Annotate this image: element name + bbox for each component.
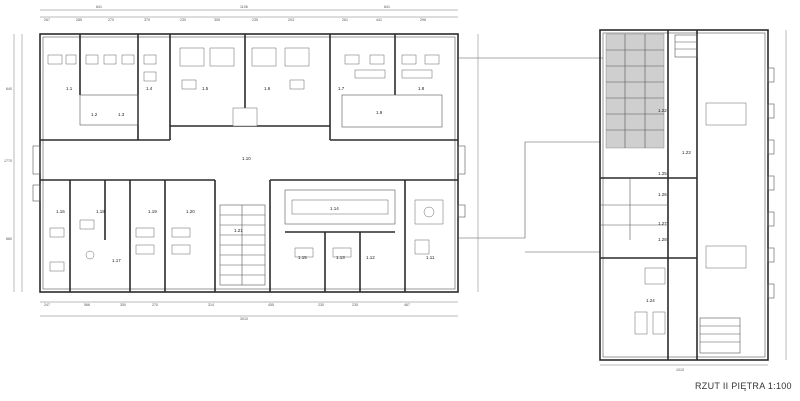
right-building-outline [599, 29, 769, 361]
room-label: 1.18 [96, 209, 105, 214]
dimension-label: 640 [6, 87, 12, 91]
room-label: 1.6 [264, 86, 271, 91]
room-label: 1.14 [330, 206, 339, 211]
room-label: 1.16 [56, 209, 65, 214]
dimension-label: 230 [318, 303, 324, 307]
stair-right-top [674, 34, 698, 58]
room-label: 1.21 [234, 228, 243, 233]
dimension-label: 880 [6, 237, 12, 241]
dimension-label: 247 [44, 303, 50, 307]
dimension-label: 235 [352, 303, 358, 307]
stair-left [219, 204, 266, 286]
dimension-label: 841 [96, 5, 102, 9]
dimension-label: 455 [268, 303, 274, 307]
room-label: 1.10 [242, 156, 251, 161]
dimension-label: 270 [152, 303, 158, 307]
dimension-label: 3010 [240, 317, 248, 321]
archive-racks [605, 33, 665, 149]
room-label: 1.23 [682, 150, 691, 155]
dimension-label: 314 [208, 303, 214, 307]
room-labels-left: 1.1 1.2 1.3 1.4 1.5 1.6 1.7 1.8 1.9 1.10… [56, 86, 435, 263]
room-label: 1.19 [148, 209, 157, 214]
room-label: 1.26 [658, 192, 667, 197]
dimension-label: 441 [376, 18, 382, 22]
dimension-label: 350 [120, 303, 126, 307]
dimension-label: 285 [76, 18, 82, 22]
right-building [599, 29, 775, 361]
room-labels-right: 1.22 1.23 1.24 1.25 1.26 1.27 1.28 [646, 108, 691, 303]
room-label: 1.9 [376, 110, 383, 115]
room-label: 1.3 [118, 112, 125, 117]
dimension-label: 1010 [676, 368, 684, 372]
dimension-label: 566 [84, 303, 90, 307]
dimension-label: 261 [342, 18, 348, 22]
dimension-text: 841 1106 841 267 285 270 370 230 305 235… [4, 5, 684, 372]
connector-lines [458, 57, 603, 253]
dimension-label: 841 [384, 5, 390, 9]
dimension-label: 267 [44, 18, 50, 22]
dimension-lines [13, 9, 787, 366]
room-label: 1.2 [91, 112, 98, 117]
dimension-label: 1770 [4, 159, 12, 163]
room-label: 1.24 [646, 298, 655, 303]
room-label: 1.17 [112, 258, 121, 263]
room-label: 1.22 [658, 108, 667, 113]
room-label: 1.5 [202, 86, 209, 91]
room-label: 1.8 [418, 86, 425, 91]
left-building [32, 33, 466, 293]
room-label: 1.15 [298, 255, 307, 260]
room-label: 1.11 [426, 255, 435, 260]
dimension-label: 305 [214, 18, 220, 22]
room-label: 1.27 [658, 221, 667, 226]
room-label: 1.4 [146, 86, 153, 91]
room-label: 1.1 [66, 86, 73, 91]
dimension-label: 296 [420, 18, 426, 22]
dimension-label: 235 [252, 18, 258, 22]
dimension-label: 203 [288, 18, 294, 22]
room-label: 1.7 [338, 86, 345, 91]
dimension-label: 370 [144, 18, 150, 22]
drawing-title: RZUT II PIĘTRA 1:100 [695, 381, 792, 391]
room-label: 1.28 [658, 237, 667, 242]
room-label: 1.13 [336, 255, 345, 260]
dimension-label: 270 [108, 18, 114, 22]
room-label: 1.20 [186, 209, 195, 214]
dimension-label: 230 [180, 18, 186, 22]
room-label: 1.25 [658, 171, 667, 176]
stair-right-bottom [699, 317, 741, 354]
dimension-label: 1106 [240, 5, 248, 9]
room-label: 1.12 [366, 255, 375, 260]
dimension-label: 467 [404, 303, 410, 307]
